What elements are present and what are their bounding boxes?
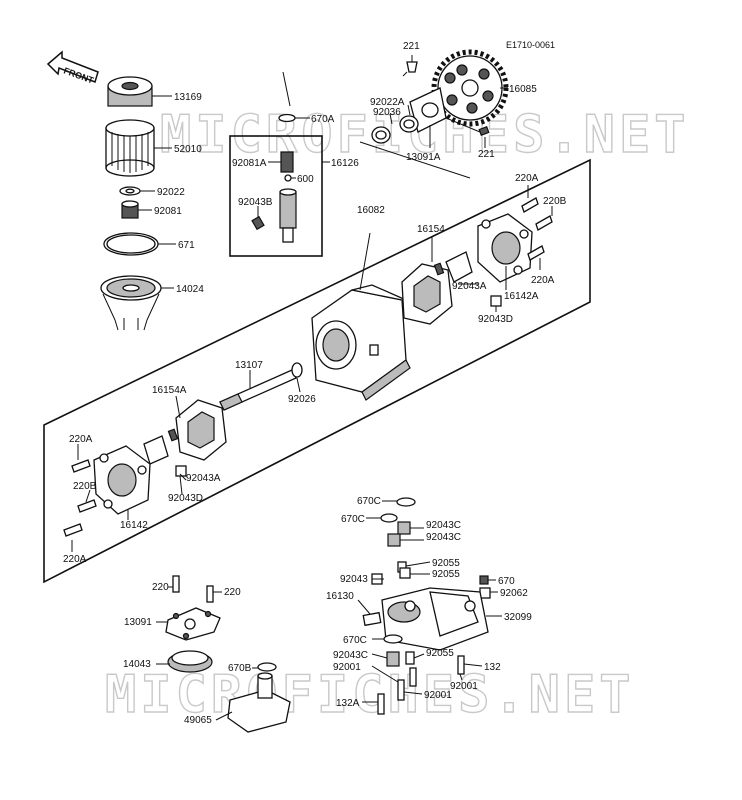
oil-filter-group (100, 76, 162, 331)
part-label-16154A: 16154A (152, 385, 187, 396)
part-label-92001-c: 92001 (424, 690, 452, 701)
part-label-670C-a: 670C (357, 496, 381, 507)
oil-pump-assembly-border (43, 158, 591, 584)
part-label-670C-c: 670C (343, 635, 367, 646)
part-label-220A-left-top: 220A (69, 434, 93, 445)
part-label-92043B: 92043B (238, 197, 273, 208)
part-label-670C-b: 670C (341, 514, 365, 525)
part-label-92055-b: 92055 (432, 569, 460, 580)
part-label-670A: 670A (311, 114, 335, 125)
part-label-600: 600 (297, 174, 314, 185)
part-label-92001-a: 92001 (333, 662, 361, 673)
part-label-92043C-b: 92043C (426, 532, 461, 543)
part-label-16130: 16130 (326, 591, 354, 602)
part-label-92022: 92022 (157, 187, 185, 198)
outer-rotor-right (401, 236, 478, 325)
part-label-220A-right: 220A (531, 275, 555, 286)
part-label-92043D-right: 92043D (478, 314, 513, 325)
strainer-group (156, 575, 291, 733)
watermark-bottom: MICROFICHES.NET (105, 665, 635, 725)
part-label-670B: 670B (228, 663, 252, 674)
part-label-92043A-left: 92043A (186, 473, 221, 484)
part-label-92055-c: 92055 (426, 648, 454, 659)
part-label-92055-a: 92055 (432, 558, 460, 569)
pump-cover-right (477, 185, 553, 312)
part-label-132: 132 (484, 662, 501, 673)
part-label-220-b: 220 (224, 587, 241, 598)
part-label-92022A: 92022A (370, 97, 405, 108)
part-label-92043C-a: 92043C (426, 520, 461, 531)
part-label-16085: 16085 (509, 84, 537, 95)
part-label-13091A: 13091A (406, 152, 441, 163)
part-label-670: 670 (498, 576, 515, 587)
driven-gear-group (359, 49, 509, 179)
part-label-671: 671 (178, 240, 195, 251)
part-label-14024: 14024 (176, 284, 204, 295)
oil-pan-group (357, 497, 502, 715)
part-label-92043C-c: 92043C (333, 650, 368, 661)
part-label-220A-left-bottom: 220A (63, 554, 87, 565)
part-label-92001-b: 92001 (450, 681, 478, 692)
part-label-16154: 16154 (417, 224, 445, 235)
part-label-92081A: 92081A (232, 158, 267, 169)
part-label-220B-left: 220B (73, 481, 97, 492)
part-label-92043: 92043 (340, 574, 368, 585)
part-label-92043D-left: 92043D (168, 493, 203, 504)
pump-shaft (219, 362, 303, 411)
front-arrow-icon: FRONT (46, 50, 99, 86)
outer-rotor-left (143, 395, 227, 495)
relief-valve-group (229, 71, 330, 257)
part-label-221-bottom: 221 (478, 149, 495, 160)
part-label-13107: 13107 (235, 360, 263, 371)
pump-cover-left (63, 444, 151, 552)
part-label-221-top: 221 (403, 41, 420, 52)
part-label-220B-top: 220B (543, 196, 567, 207)
part-label-16142: 16142 (120, 520, 148, 531)
diagram-code: E1710-0061 (506, 40, 555, 50)
part-label-92081: 92081 (154, 206, 182, 217)
part-label-220-a: 220 (152, 582, 169, 593)
part-label-16142A: 16142A (504, 291, 539, 302)
oil-pump-body (311, 232, 411, 401)
filter-leaders (138, 95, 176, 289)
part-label-16082: 16082 (357, 205, 385, 216)
part-label-92036: 92036 (373, 107, 401, 118)
part-label-92026: 92026 (288, 394, 316, 405)
part-label-13169: 13169 (174, 92, 202, 103)
part-label-52010: 52010 (174, 144, 202, 155)
part-label-16126: 16126 (331, 158, 359, 169)
part-label-13091: 13091 (124, 617, 152, 628)
part-label-132A: 132A (336, 698, 360, 709)
part-label-92043A-right: 92043A (452, 281, 487, 292)
part-label-220A-top: 220A (515, 173, 539, 184)
part-label-92062: 92062 (500, 588, 528, 599)
part-label-14043: 14043 (123, 659, 151, 670)
part-label-49065: 49065 (184, 715, 212, 726)
part-label-32099: 32099 (504, 612, 532, 623)
